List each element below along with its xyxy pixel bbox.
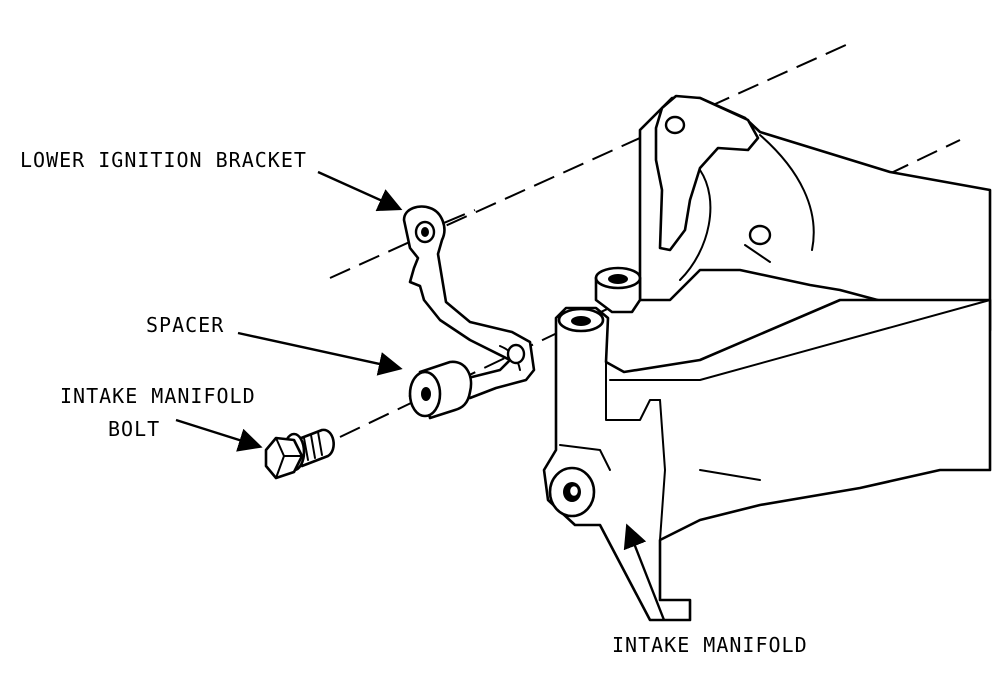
label-lower-ignition-bracket: LOWER IGNITION BRACKET: [20, 148, 307, 172]
spacer-part: [408, 360, 473, 420]
label-intake-manifold: INTAKE MANIFOLD: [612, 633, 808, 657]
arrow-intake-manifold: [623, 523, 666, 621]
leader-arrows: [175, 170, 666, 621]
arrow-intake-manifold-bolt: [175, 418, 263, 452]
intake-manifold-part: [542, 94, 992, 622]
arrow-spacer: [237, 331, 403, 376]
label-intake-manifold-bolt-line1: INTAKE MANIFOLD: [60, 384, 256, 408]
lower-ignition-bracket-part: [402, 205, 536, 400]
label-spacer: SPACER: [146, 313, 225, 337]
label-intake-manifold-bolt-line2: BOLT: [108, 417, 161, 441]
intake-manifold-bolt-part: [264, 428, 335, 480]
arrow-lower-ignition-bracket: [317, 170, 403, 212]
